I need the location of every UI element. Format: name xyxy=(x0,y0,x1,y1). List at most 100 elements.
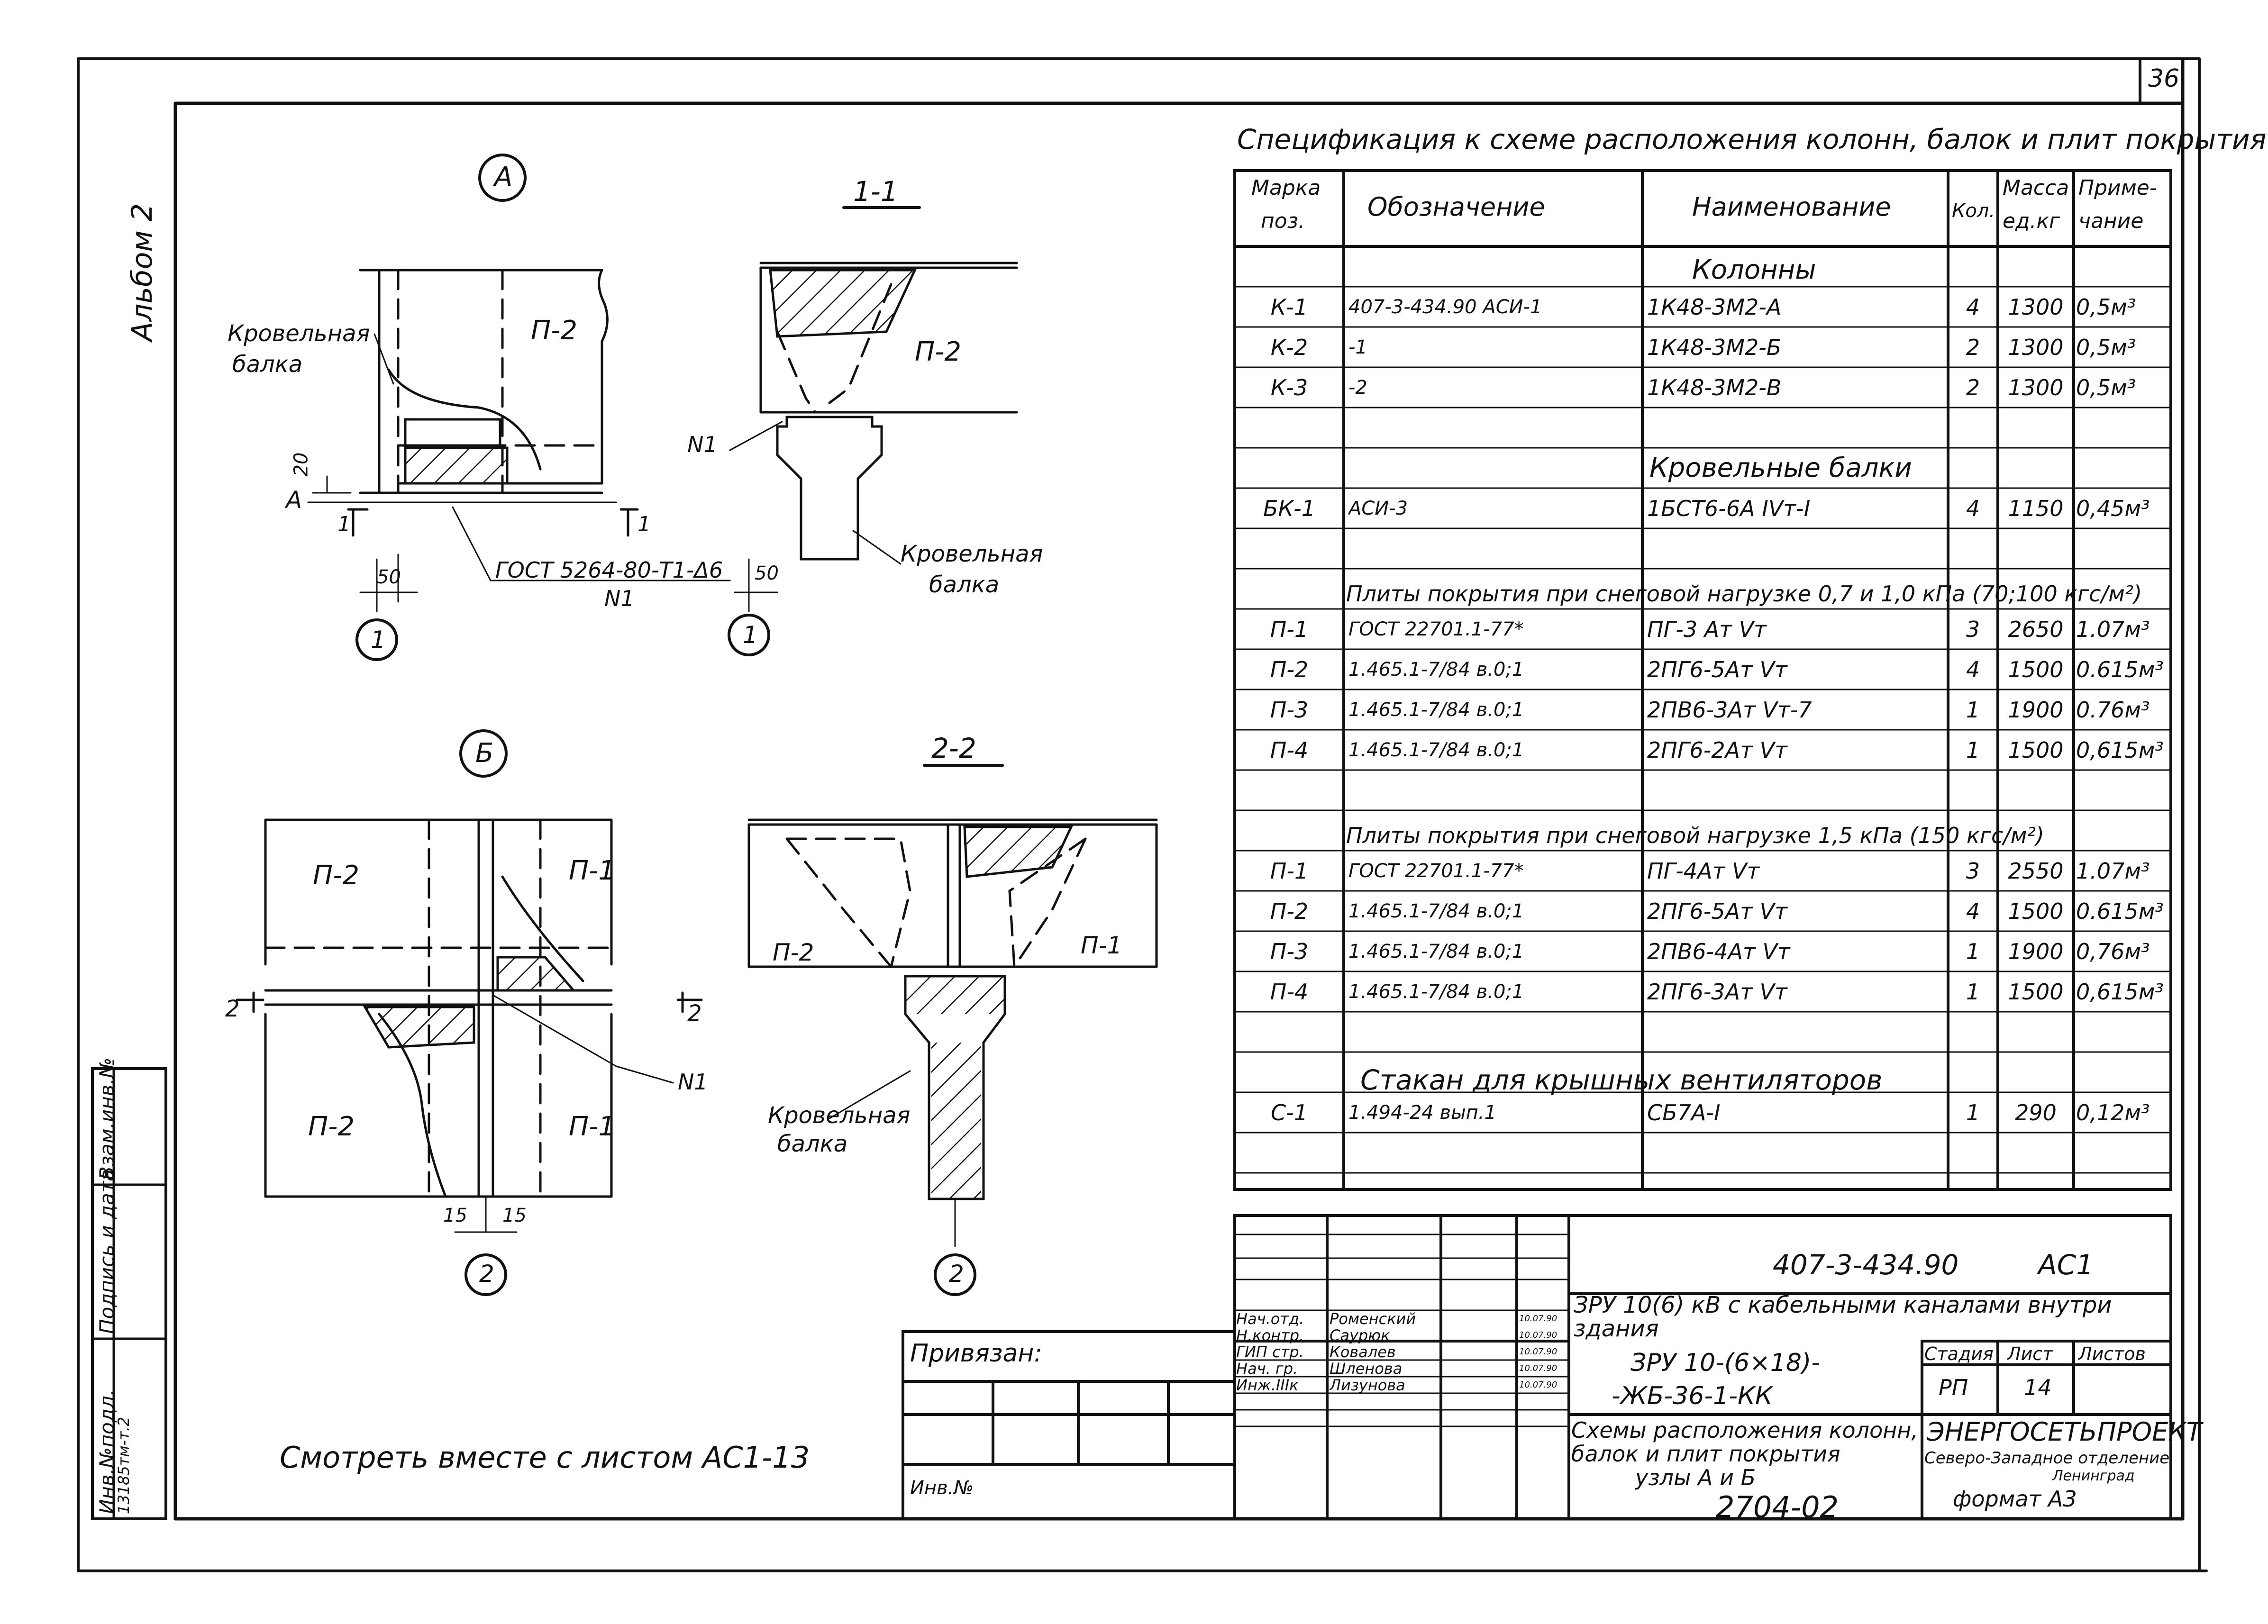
spec-cell-note xyxy=(2076,528,2171,569)
spec-cell-note xyxy=(2076,408,2171,448)
node-a-cut-right: 1 xyxy=(638,512,651,536)
spec-cell-mark xyxy=(1237,528,1341,569)
node-a-dim-50: 50 xyxy=(377,566,401,588)
spec-header-note-1: Приме- xyxy=(2078,176,2157,200)
spec-cell-note: 1.07м³ xyxy=(2076,616,2150,642)
spec-row-lines xyxy=(1234,286,2172,1174)
title-org-1: ЭНЕРГОСЕТЬПРОЕКТ xyxy=(1927,1417,2202,1447)
title-person-date: 10.07.90 xyxy=(1519,1363,1558,1373)
spec-cell-name xyxy=(1647,528,1946,569)
section-11-weld: N1 xyxy=(687,432,718,457)
title-sheet-header: Лист xyxy=(2007,1343,2053,1364)
spec-cell-mass xyxy=(2000,448,2071,488)
spec-section-cup: Стакан для крышных вентиляторов xyxy=(1360,1064,1883,1096)
spec-cell-des: 1.465.1-7/84 в.0;1 xyxy=(1348,699,1524,721)
spec-cell-mark: П-1 xyxy=(1270,858,1309,884)
spec-cell-note xyxy=(2076,1012,2171,1052)
spec-cell-des: 407-3-434.90 АСИ-1 xyxy=(1348,296,1542,318)
spec-header-mark-2: поз. xyxy=(1261,209,1305,233)
spec-cell-mass: 1150 xyxy=(2008,495,2064,521)
spec-cell-qty xyxy=(1950,770,1995,810)
title-bound: Привязан: xyxy=(910,1339,1042,1368)
spec-cell-mass xyxy=(2000,408,2071,448)
section-11-panel: П-2 xyxy=(915,336,961,367)
spec-cell-qty xyxy=(1950,1133,1995,1173)
title-person-name: Саурюк xyxy=(1330,1327,1390,1343)
node-a-axis-letter: А xyxy=(286,486,302,514)
spec-cell-qty: 1 xyxy=(1966,737,1980,763)
spec-cell-name xyxy=(1647,1012,1946,1052)
spec-cell-mark xyxy=(1237,770,1341,810)
left-stamp-frame xyxy=(91,1067,167,1520)
node-a-cut-left: 1 xyxy=(337,512,351,536)
title-person-date: 10.07.90 xyxy=(1519,1379,1558,1390)
spec-cell-note xyxy=(2076,1133,2171,1173)
spec-cell-qty: 4 xyxy=(1966,294,1980,320)
spec-cell-mark: П-4 xyxy=(1270,737,1309,763)
node-b-cut-right: 2 xyxy=(687,1000,702,1027)
node-b-panel-top-left: П-2 xyxy=(313,860,359,891)
spec-cell-qty xyxy=(1950,528,1995,569)
title-person-role: Инж.ІІІк xyxy=(1236,1377,1299,1393)
spec-cell-qty: 4 xyxy=(1966,656,1980,682)
spec-cell-mass: 1900 xyxy=(2008,938,2064,964)
title-person-name: Лизунова xyxy=(1330,1377,1405,1393)
spec-cell-mass xyxy=(2000,246,2071,287)
section-22-beam-label-1: Кровельная xyxy=(768,1102,911,1129)
node-a-beam-label-2: балка xyxy=(232,351,303,378)
spec-cell-des: 1.465.1-7/84 в.0;1 xyxy=(1348,900,1524,922)
title-person-role: ГИП стр. xyxy=(1236,1343,1304,1360)
node-a-drawing xyxy=(307,154,731,661)
title-person-name: Шленова xyxy=(1330,1360,1403,1377)
spec-cell-name xyxy=(1647,408,1946,448)
spec-cell-des xyxy=(1348,528,1640,569)
spec-cell-name: 2ПВ6-3Ат Vт-7 xyxy=(1647,697,1812,723)
spec-cell-mark xyxy=(1237,1133,1341,1173)
spec-cell-mark xyxy=(1237,810,1341,851)
spec-cell-note: 0.615м³ xyxy=(2076,656,2164,682)
spec-cell-mass: 290 xyxy=(2015,1099,2057,1125)
spec-cell-qty xyxy=(1950,246,1995,287)
spec-title: Спецификация к схеме расположения колонн… xyxy=(1237,123,2267,155)
section-22-drawing xyxy=(747,764,1158,1296)
spec-cell-mark: П-3 xyxy=(1270,938,1309,964)
spec-cell-name: СБ7А-І xyxy=(1647,1099,1721,1125)
spec-cell-note xyxy=(2076,1052,2171,1092)
spec-cell-note: 0,5м³ xyxy=(2076,374,2136,400)
spec-cell-note: 0,45м³ xyxy=(2076,495,2150,521)
spec-cell-note xyxy=(2076,448,2171,488)
spec-cell-qty xyxy=(1950,408,1995,448)
spec-cell-mark: К-3 xyxy=(1270,374,1308,400)
spec-header-mass-2: ед.кг xyxy=(2003,209,2060,233)
title-person-name: Ковалев xyxy=(1330,1343,1396,1360)
title-person-date: 10.07.90 xyxy=(1519,1313,1558,1324)
spec-cell-mass: 2550 xyxy=(2008,858,2064,884)
title-inv: Инв.№ xyxy=(910,1477,974,1499)
spec-header-mass-1: Масса xyxy=(2003,176,2069,200)
spec-cell-qty: 3 xyxy=(1966,616,1980,642)
format-label: формат А3 xyxy=(1953,1486,2077,1512)
node-b-axis-number: 2 xyxy=(479,1260,494,1288)
node-a-marker: А xyxy=(494,162,513,192)
title-code: 407-3-434.90 xyxy=(1773,1249,1959,1281)
title-person-date: 10.07.90 xyxy=(1519,1330,1558,1340)
spec-cell-qty xyxy=(1950,448,1995,488)
spec-cell-note xyxy=(2076,810,2171,851)
spec-cell-name: 1К48-3М2-А xyxy=(1647,294,1782,320)
section-22-axis-number: 2 xyxy=(949,1260,964,1288)
spec-cell-name: 2ПГ6-5Ат Vт xyxy=(1647,898,1787,924)
spec-cell-note: 0,5м³ xyxy=(2076,294,2136,320)
spec-cell-des: 1.465.1-7/84 в.0;1 xyxy=(1348,940,1524,962)
stamp-inv-orig: Инв.№подл. xyxy=(95,1389,118,1514)
section-11-dim-50: 50 xyxy=(755,563,779,584)
spec-cell-mass: 1500 xyxy=(2008,656,2064,682)
node-b-panel-top-right: П-1 xyxy=(569,855,615,886)
spec-cell-mark: П-2 xyxy=(1270,898,1309,924)
section-11-axis-number: 1 xyxy=(743,621,758,649)
spec-cell-mass: 1500 xyxy=(2008,979,2064,1005)
spec-cell-mark xyxy=(1237,246,1341,287)
spec-cell-name xyxy=(1647,1133,1946,1173)
title-drawing-3: узлы А и Б xyxy=(1635,1465,1756,1490)
title-sheets-header: Листов xyxy=(2078,1343,2146,1364)
spec-cell-mark: БК-1 xyxy=(1263,495,1316,521)
